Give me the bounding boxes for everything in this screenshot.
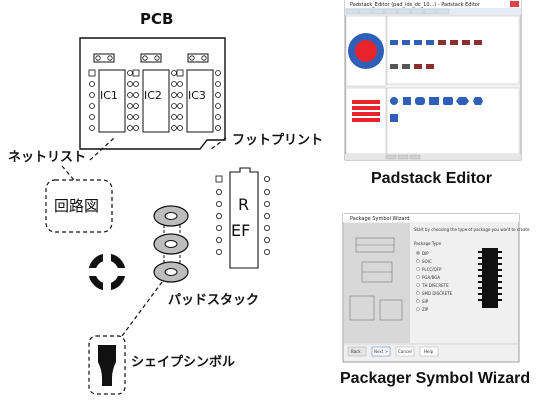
resistor-footprint-2 — [140, 53, 162, 63]
footprint-label: フットプリント — [232, 133, 323, 148]
shape-type-icons — [390, 97, 483, 122]
resistor-footprint-1 — [93, 53, 115, 63]
back-button-label: Back — [351, 349, 361, 354]
package-type-radio[interactable] — [416, 291, 420, 295]
package-type-radio[interactable] — [416, 275, 420, 279]
next-button[interactable] — [371, 346, 391, 357]
ic1-footprint: IC1 — [88, 69, 133, 133]
package-type-option[interactable]: SIP — [422, 299, 429, 304]
package-type-option[interactable]: TH DISCRETE — [421, 283, 449, 288]
package-type-radio[interactable] — [416, 267, 420, 271]
schematic-box — [45, 179, 113, 233]
padstack-label: パッドスタック — [168, 293, 259, 308]
footprint-connector — [209, 137, 227, 151]
resistor-footprint-3 — [187, 53, 209, 63]
netlist-connector — [89, 137, 115, 161]
ic1-label: IC1 — [100, 89, 118, 102]
pad-type-icons — [390, 40, 482, 69]
schematic-connector — [61, 165, 75, 181]
ref-footprint-symbol: R EF — [215, 167, 270, 269]
packager-wizard-caption: Packager Symbol Wizard — [340, 370, 531, 387]
cancel-button-label: Cancel — [398, 349, 412, 354]
package-type-radio[interactable] — [416, 299, 420, 303]
package-type-option[interactable]: ZIP — [422, 307, 429, 312]
ic2-label: IC2 — [144, 89, 162, 102]
padstack-editor-title: Padstack_Editor (pad_ids_dc_10...) - Pad… — [350, 2, 481, 8]
cancel-button[interactable] — [395, 346, 415, 357]
thermal-relief-pad — [87, 252, 127, 292]
dip-package-preview — [478, 248, 502, 308]
shape-connector — [121, 281, 163, 337]
wizard-package-type-label: Package Type — [414, 241, 442, 246]
ic3-footprint: IC3 — [176, 69, 221, 133]
wizard-title: Package Symbol Wizard — [350, 216, 410, 222]
package-type-option[interactable]: DIP — [422, 251, 429, 256]
padstack-graphic — [153, 205, 189, 283]
packager-wizard-screenshot: Package Symbol Wizard Start by choosing … — [342, 213, 531, 363]
package-type-option[interactable]: PGA/BGA — [422, 275, 440, 280]
schematic-label: 回路図 — [54, 197, 99, 215]
padstack-editor-screenshot: Padstack_Editor (pad_ids_dc_10...) - Pad… — [344, 0, 522, 161]
package-type-radio[interactable] — [416, 307, 420, 311]
ic2-footprint: IC2 — [132, 69, 177, 133]
shape-symbol-label: シェイプシンボル — [131, 354, 235, 370]
shape-symbol-glyph — [98, 345, 116, 386]
pad-preview-inner — [355, 40, 377, 62]
padstack-editor-caption: Padstack Editor — [371, 170, 492, 187]
package-type-list: DIP SOIC PLCC/QFP PGA/BGA TH DISCRETE SM… — [416, 251, 453, 312]
package-type-option[interactable]: SOIC — [422, 259, 432, 264]
netlist-label: ネットリスト — [8, 150, 86, 165]
ref-label-bottom: EF — [231, 221, 250, 240]
wizard-buttons: Back Next > Cancel Help — [347, 346, 439, 357]
ic3-label: IC3 — [188, 89, 206, 102]
wizard-illustration — [344, 223, 410, 343]
help-button[interactable] — [419, 346, 439, 357]
pcb-label: PCB — [140, 10, 173, 28]
next-button-label: Next > — [374, 349, 388, 354]
ref-label-top: R — [238, 195, 249, 214]
package-type-radio[interactable] — [416, 259, 420, 263]
wizard-instruction: Start by choosing the type of package yo… — [414, 227, 531, 232]
package-type-radio[interactable] — [416, 283, 420, 287]
back-button[interactable] — [347, 346, 367, 357]
package-type-option[interactable]: PLCC/QFP — [422, 267, 442, 272]
help-button-label: Help — [424, 349, 434, 354]
package-type-option[interactable]: SMD DISCRETE — [422, 291, 453, 296]
